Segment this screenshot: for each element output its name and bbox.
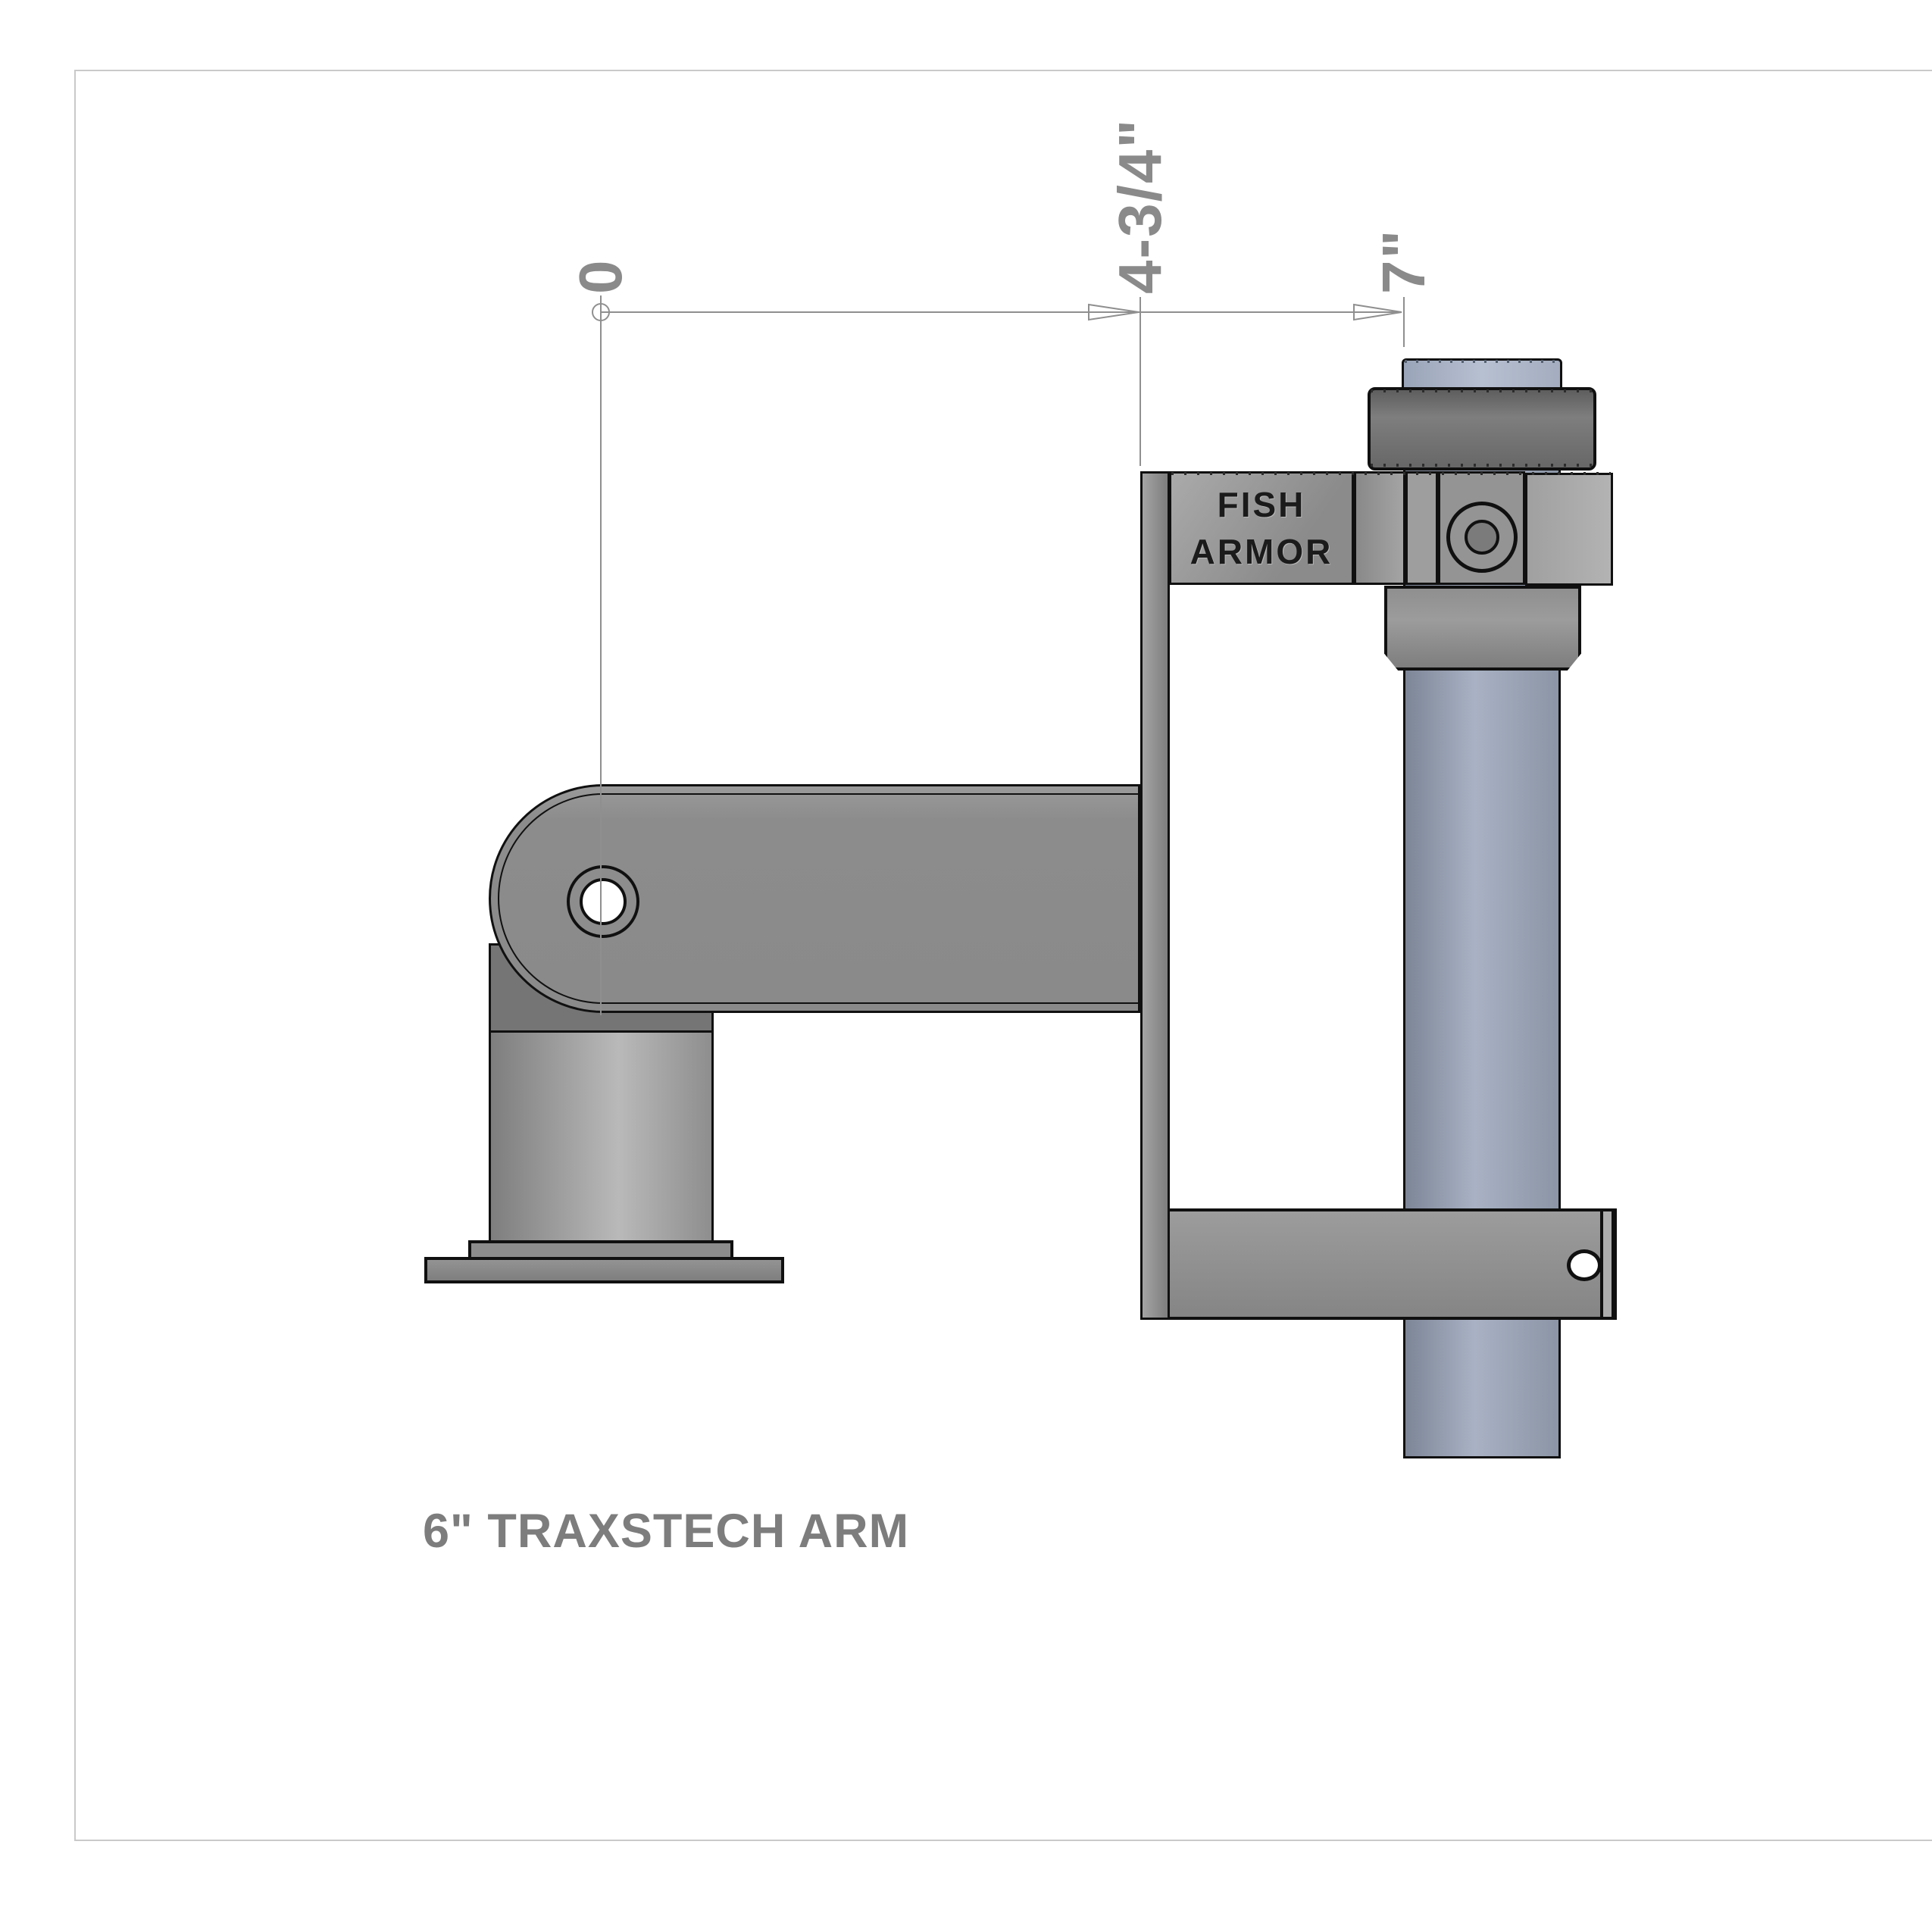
arm-chamfer-line (498, 793, 1138, 1004)
pole-top-cap (1402, 358, 1562, 390)
clamp-bolt-icon (1446, 502, 1518, 573)
dimension-label-pole-offset: 7" (1370, 228, 1437, 294)
clamp-body-engraved: FISH ARMOR (1169, 471, 1354, 585)
cap-knurl-ticks-top (1371, 389, 1593, 392)
clamp-bolt-center (1465, 520, 1499, 555)
arm-pivot-hole (567, 865, 639, 938)
clamp-segment-mid (1405, 471, 1438, 585)
vertical-bracket-bar (1140, 471, 1170, 1320)
clamp-knurl-ticks (1171, 472, 1611, 475)
dimension-label-clamp-offset: 4-3/4" (1106, 117, 1174, 294)
base-flange-step (468, 1240, 733, 1260)
base-flange-slab (424, 1257, 784, 1283)
bottom-bracket-pin-hole (1567, 1249, 1602, 1281)
engraving-line-2: ARMOR (1190, 532, 1333, 571)
arm-pivot-hole-bore (580, 878, 627, 925)
traxstech-arm (489, 784, 1140, 1013)
clamp-end-block (1525, 473, 1613, 586)
drawing-sheet-border (74, 70, 1932, 1841)
drawing-caption: 6" TRAXSTECH ARM (423, 1505, 910, 1558)
blue-cap-ticks (1405, 360, 1559, 363)
engraving-line-1: FISH (1217, 485, 1306, 524)
bottom-bracket-end-cap (1600, 1208, 1614, 1320)
knurled-lock-cap (1368, 387, 1596, 470)
pedestal-post (489, 1033, 714, 1240)
dimension-label-origin: 0 (567, 258, 634, 295)
lower-lock-nut (1384, 586, 1581, 671)
bottom-bracket-beam (1140, 1208, 1617, 1320)
clamp-bolt-block (1438, 471, 1525, 585)
cap-knurl-ticks-bottom (1371, 464, 1593, 467)
clamp-segment-left (1354, 471, 1405, 585)
